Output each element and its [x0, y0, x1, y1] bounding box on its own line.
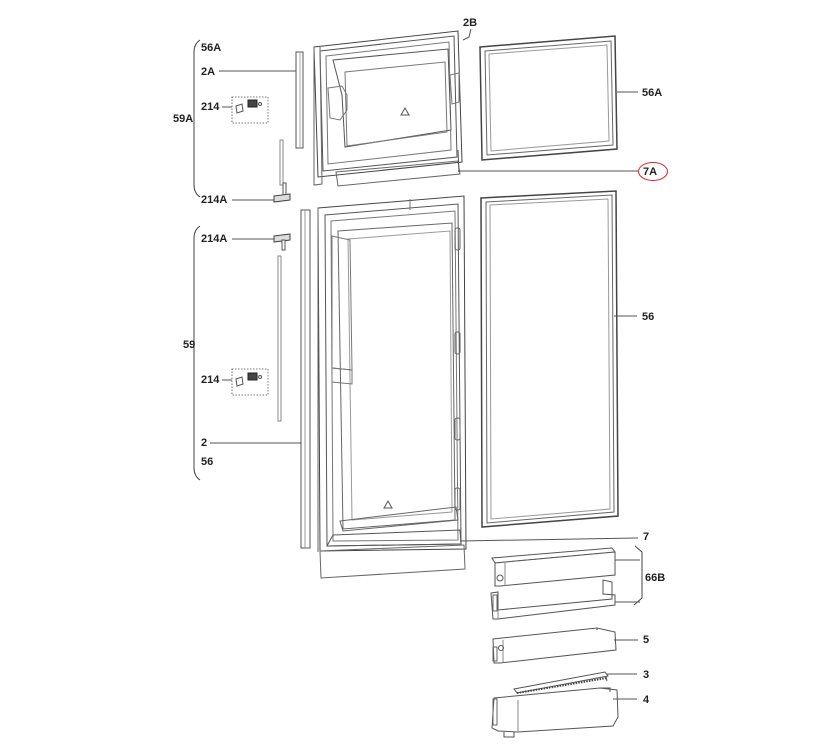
- part-fridge-door: [317, 195, 467, 579]
- bracket-59a: [193, 39, 201, 198]
- highlight-circle-7a: [638, 162, 668, 181]
- label-right-7a[interactable]: 7A: [643, 166, 658, 178]
- label-group-59a: 59A: [173, 113, 194, 125]
- part-214-kit-top: [231, 96, 269, 124]
- part-214a-hinge-top: [273, 182, 291, 203]
- part-56-fridge-gasket: [480, 190, 619, 528]
- part-214-kit-lower: [231, 368, 269, 396]
- label-group-59: 59: [183, 339, 196, 351]
- label-59-214: 214: [201, 374, 220, 386]
- part-2a-strip: [295, 51, 304, 149]
- label-59-56: 56: [201, 456, 214, 468]
- label-right-5: 5: [643, 634, 650, 646]
- label-right-3: 3: [643, 669, 650, 681]
- part-214a-hinge-lower: [273, 233, 291, 251]
- label-right-56a: 56A: [642, 87, 663, 99]
- part-3-retainer: [513, 671, 609, 694]
- label-59a-214a: 214A: [201, 194, 228, 206]
- label-59a-56a: 56A: [201, 42, 222, 54]
- label-2b: 2B: [463, 17, 478, 29]
- part-4-shelf: [491, 687, 619, 738]
- part-66b-shelf-upper: [491, 547, 616, 587]
- label-59a-2a: 2A: [201, 66, 216, 78]
- part-66b-shelf-lower: [490, 579, 616, 620]
- label-group-66b: 66B: [645, 572, 666, 584]
- label-right-4: 4: [643, 694, 650, 706]
- bracket-66b: [633, 545, 643, 606]
- label-right-56: 56: [642, 311, 655, 323]
- part-5-shelf: [492, 627, 617, 664]
- part-2-strip: [300, 209, 311, 549]
- label-59-2: 2: [201, 437, 208, 449]
- label-59-214a: 214A: [201, 233, 228, 245]
- label-59a-214: 214: [201, 101, 220, 113]
- part-56a-freezer-gasket: [479, 35, 618, 161]
- label-right-7: 7: [643, 531, 650, 543]
- part-2b-freezer-door: [313, 30, 463, 187]
- bracket-59: [193, 225, 201, 481]
